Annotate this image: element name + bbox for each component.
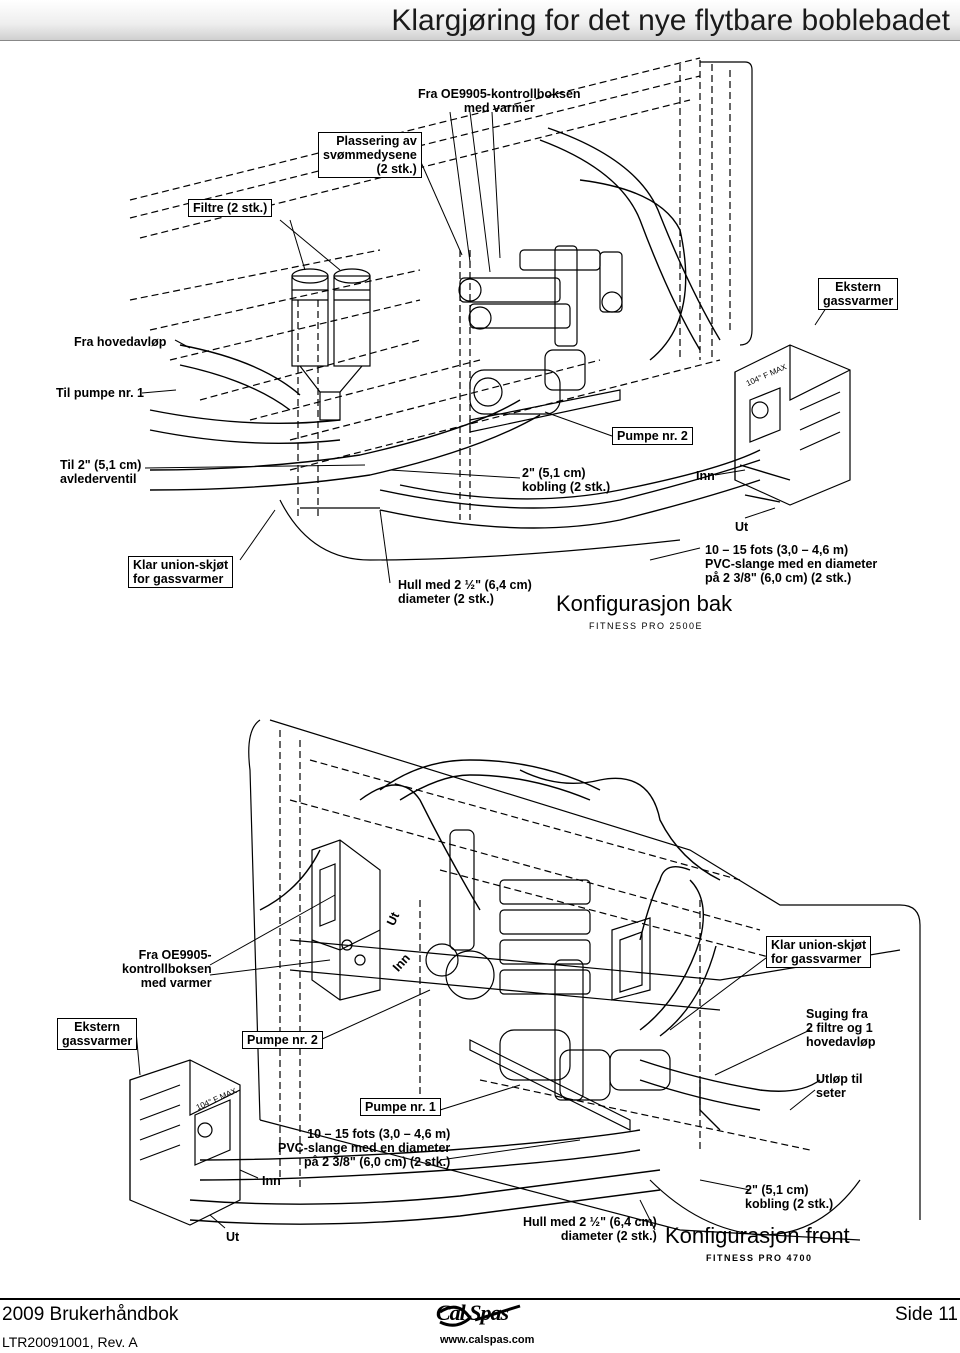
top-label-union: Klar union-skjøt for gassvarmer xyxy=(128,556,234,588)
bottom-config-heading: Konfigurasjon front xyxy=(665,1223,850,1248)
top-hoses xyxy=(149,127,791,529)
top-heater xyxy=(734,344,851,506)
top-label-hose: 10 – 15 fots (3,0 – 4,6 m) PVC-slange me… xyxy=(705,543,878,585)
bottom-control-box xyxy=(311,839,381,1001)
bottom-label-ut: Ut xyxy=(226,1230,240,1244)
bottom-frame-lines xyxy=(279,730,811,1190)
bottom-label-pump2: Pumpe nr. 2 xyxy=(242,1031,323,1049)
bottom-pump xyxy=(469,1029,631,1131)
top-label-nozzle-placement: Plassering av svømmedysene (2 stk.) xyxy=(318,132,422,178)
bottom-label-outlet: Utløp til seter xyxy=(816,1072,863,1100)
top-model-name: FITNESS PRO 2500E xyxy=(589,621,704,631)
bottom-label-suction: Suging fra 2 filtre og 1 hovedavløp xyxy=(806,1007,876,1049)
top-label-to-pump1: Til pumpe nr. 1 xyxy=(56,386,144,400)
bottom-label-hose: 10 – 15 fots (3,0 – 4,6 m) PVC-slange me… xyxy=(278,1127,451,1169)
bottom-valves xyxy=(425,829,671,1101)
top-config-heading: Konfigurasjon bak xyxy=(556,591,733,616)
top-label-external-heater: Ekstern gassvarmer xyxy=(818,278,899,310)
bottom-label-hole: Hull med 2 ½" (6,4 cm) diameter (2 stk.) xyxy=(523,1215,657,1243)
top-label-ut: Ut xyxy=(735,520,749,534)
top-label-from-control: Fra OE9905-kontrollboksen med varmer xyxy=(418,87,581,115)
top-label-filters: Filtre (2 stk.) xyxy=(188,199,273,217)
top-filters xyxy=(291,268,371,421)
footer-website-link[interactable]: www.calspas.com xyxy=(440,1334,535,1346)
bottom-label-from-control: Fra OE9905- kontrollboksen med varmer xyxy=(122,948,212,990)
footer-page-number: Side 11 xyxy=(894,1304,958,1325)
bottom-frame-solid xyxy=(248,719,921,1241)
footer-document-id: LTR20091001, Rev. A xyxy=(2,1334,138,1350)
top-label-hole: Hull med 2 ½" (6,4 cm) diameter (2 stk.) xyxy=(398,578,532,606)
bottom-leaders xyxy=(134,894,816,1231)
top-label-to-diverter: Til 2" (5,1 cm) avlederventil xyxy=(60,458,142,486)
bottom-label-pump1: Pumpe nr. 1 xyxy=(360,1098,441,1116)
top-label-from-main-drain: Fra hovedavløp xyxy=(74,335,167,349)
top-frame-lines xyxy=(129,57,731,520)
bottom-model-name: FITNESS PRO 4700 xyxy=(706,1253,813,1263)
calspas-logo-mark xyxy=(439,1304,521,1327)
top-frame-solid xyxy=(279,61,753,561)
bottom-label-union: Klar union-skjøt for gassvarmer xyxy=(766,936,872,968)
footer-manual-title: 2009 Brukerhåndbok xyxy=(2,1304,179,1325)
top-label-coupling: 2" (5,1 cm) kobling (2 stk.) xyxy=(522,466,611,494)
top-label-inn: Inn xyxy=(696,469,715,483)
bottom-label-inn: Inn xyxy=(262,1174,281,1188)
bottom-heater xyxy=(129,1059,241,1226)
top-label-pump2: Pumpe nr. 2 xyxy=(612,427,693,445)
page-title: Klargjøring for det nye flytbare bobleba… xyxy=(391,4,950,37)
top-leaders xyxy=(141,111,831,584)
top-valves xyxy=(458,245,623,347)
calspas-logo: Cal Spas xyxy=(436,1300,509,1325)
bottom-label-coupling: 2" (5,1 cm) kobling (2 stk.) xyxy=(745,1183,834,1211)
bottom-label-external-heater: Ekstern gassvarmer xyxy=(57,1018,138,1050)
page-header: Klargjøring for det nye flytbare bobleba… xyxy=(0,0,960,41)
bottom-hoses xyxy=(189,759,821,1225)
top-pump xyxy=(469,349,621,433)
footer-divider xyxy=(0,1298,960,1300)
